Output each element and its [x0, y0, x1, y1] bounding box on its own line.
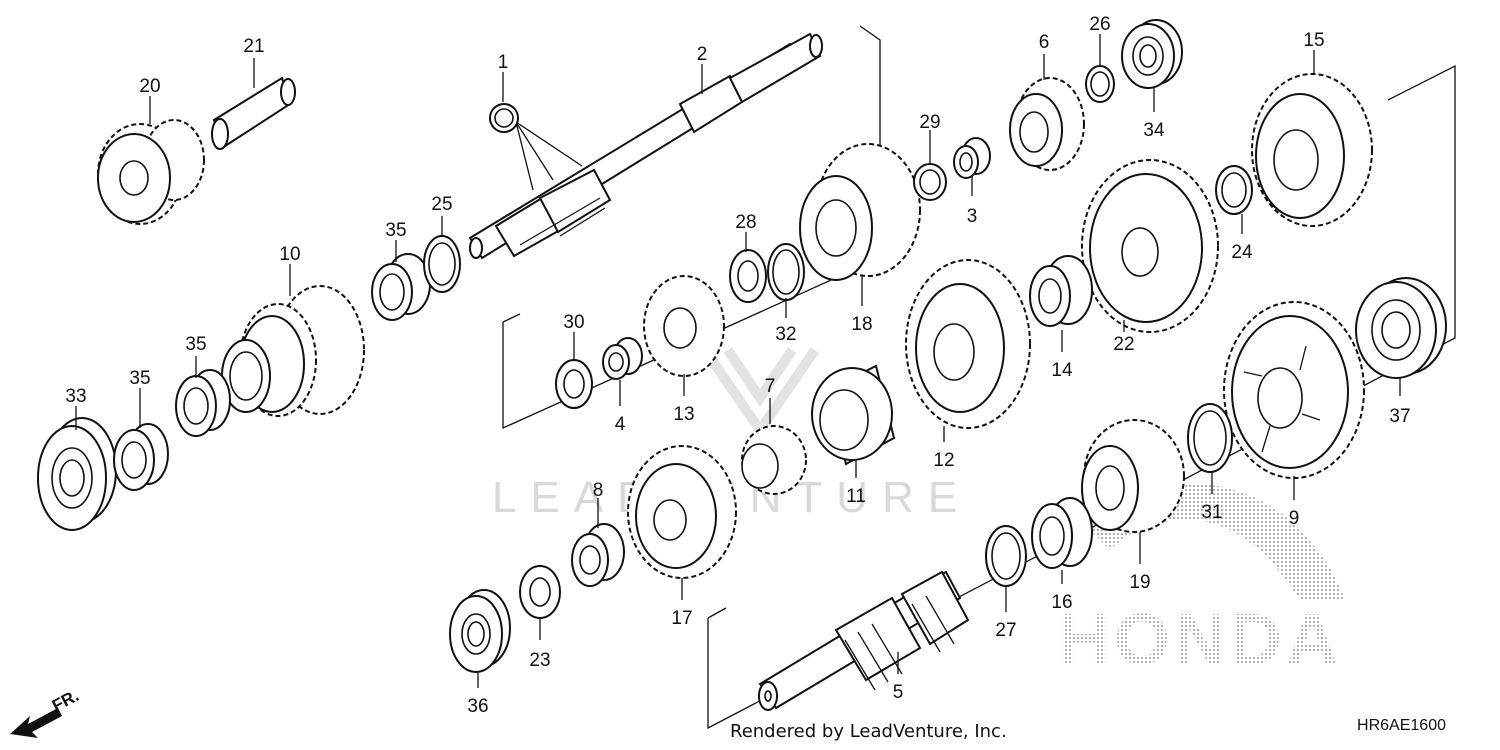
callout-23: 23	[529, 650, 550, 671]
washer-30	[555, 359, 593, 409]
gear-10	[221, 285, 365, 417]
gear-7	[741, 425, 807, 495]
collar-16	[1031, 497, 1093, 569]
callout-19: 19	[1129, 572, 1150, 593]
gear-12	[905, 259, 1031, 429]
callout-12: 12	[933, 450, 954, 471]
mainshaft-part	[468, 32, 823, 260]
callout-27: 27	[995, 620, 1016, 641]
collar-4	[602, 337, 643, 380]
callout-26: 26	[1089, 14, 1110, 35]
gear-18	[799, 143, 921, 281]
callout-35-middle: 35	[185, 334, 206, 355]
callout-22: 22	[1113, 334, 1134, 355]
callout-16: 16	[1051, 592, 1072, 613]
bearing-33	[37, 417, 117, 531]
callout-15: 15	[1303, 30, 1324, 51]
callout-8: 8	[593, 480, 604, 501]
callout-30: 30	[563, 312, 584, 333]
front-direction-indicator: FR.	[10, 686, 82, 738]
collar-3	[953, 137, 991, 179]
collar-14	[1029, 255, 1093, 327]
direction-arrow-icon	[10, 708, 62, 738]
gear-6	[1009, 77, 1085, 171]
bearing-37	[1355, 277, 1447, 379]
callout-7: 7	[765, 376, 776, 397]
callout-35-upper: 35	[385, 220, 406, 241]
washer-28	[729, 249, 767, 303]
washer-23	[519, 565, 561, 619]
callout-33: 33	[65, 386, 86, 407]
callout-2: 2	[697, 44, 708, 65]
diagram-code: HR6AE1600	[1357, 717, 1446, 734]
callout-17: 17	[671, 608, 692, 629]
callout-20: 20	[139, 76, 160, 97]
callout-21: 21	[243, 36, 264, 57]
washer-24	[1215, 165, 1253, 215]
needle-bearing-35-b	[113, 423, 169, 491]
callout-25: 25	[431, 194, 452, 215]
snap-ring-32	[767, 243, 805, 301]
gear-9	[1223, 301, 1365, 479]
collar-8	[571, 523, 625, 587]
callout-34: 34	[1143, 120, 1165, 141]
callout-37: 37	[1389, 406, 1410, 427]
callout-5: 5	[893, 682, 904, 703]
hub-11	[811, 364, 896, 466]
gear-20	[97, 119, 205, 225]
callout-29: 29	[919, 112, 940, 133]
render-credit: Rendered by LeadVenture, Inc.	[730, 721, 1007, 742]
countershaft-part	[758, 570, 970, 711]
washer-25	[423, 235, 461, 293]
brand-mark-text: HONDA	[1058, 600, 1342, 680]
washer-27	[985, 525, 1027, 587]
callout-36: 36	[467, 696, 488, 717]
callout-32: 32	[775, 324, 796, 345]
callout-28: 28	[735, 212, 756, 233]
frame-lower	[707, 64, 1456, 730]
gear-13	[643, 275, 725, 377]
leader-lines	[75, 34, 1401, 688]
gear-15	[1251, 73, 1373, 227]
shaft-21	[211, 76, 296, 150]
callout-35-lower: 35	[129, 368, 150, 389]
callout-13: 13	[673, 404, 694, 425]
washer-31	[1187, 403, 1233, 473]
callout-1: 1	[498, 52, 509, 73]
washer-1	[489, 103, 519, 133]
callout-11: 11	[846, 486, 866, 507]
callout-31: 31	[1201, 502, 1222, 523]
callout-14: 14	[1051, 360, 1073, 381]
callout-9: 9	[1289, 508, 1300, 529]
washer-26	[1085, 65, 1115, 103]
callout-4: 4	[615, 414, 626, 435]
needle-bearing-35-a	[371, 253, 431, 321]
gear-19	[1081, 419, 1185, 533]
needle-bearing-35-c	[175, 369, 231, 437]
gear-17	[627, 445, 737, 579]
gear-22	[1081, 159, 1219, 333]
bearing-36	[449, 589, 511, 673]
callout-6: 6	[1039, 32, 1050, 53]
callout-labels: 1 2 3 4 5 6 7 8 9 10 11 12 13 14 15 16 1…	[65, 14, 1410, 717]
callout-3: 3	[967, 206, 978, 227]
callout-18: 18	[851, 314, 872, 335]
bearing-34	[1121, 19, 1183, 89]
callout-10: 10	[279, 244, 300, 265]
callout-24: 24	[1231, 242, 1253, 263]
washer-29	[913, 163, 947, 201]
